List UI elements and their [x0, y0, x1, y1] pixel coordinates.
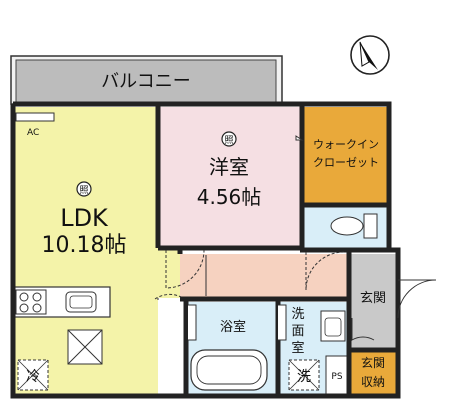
balcony-label: バルコニー	[101, 71, 191, 92]
toilet-room	[302, 205, 389, 248]
balcony: バルコニー	[10, 55, 283, 105]
wash-label-line1: 洗	[291, 307, 304, 322]
closet-label-line2: クローゼット	[313, 156, 379, 169]
door-toilet	[305, 251, 345, 291]
closet-label-line1: ウォークイン	[313, 138, 379, 151]
ldk-size: 10.18帖	[42, 233, 127, 258]
ps-label: PS	[331, 372, 342, 382]
door-western-room	[165, 249, 205, 289]
western-room-label: 洋室	[209, 155, 249, 179]
walk-in-closet: ウォークイン クローゼット	[302, 107, 389, 205]
entrance-storage: 玄関 収納	[351, 350, 396, 394]
bath-label: 浴室	[220, 319, 246, 335]
wash-label-line2: 面	[291, 324, 304, 339]
door-washroom	[351, 318, 375, 341]
toilet-icon	[330, 213, 378, 239]
door-bath	[188, 304, 197, 341]
storage-box-icon	[67, 329, 103, 365]
svg-text:照: 照	[79, 185, 88, 196]
stove-icon	[15, 289, 47, 315]
entrance-storage-line1: 玄関	[361, 355, 385, 370]
washbasin-icon	[320, 310, 346, 342]
door-wash-inner	[278, 304, 287, 341]
ac-label: AC	[27, 128, 39, 138]
entrance: 玄関	[351, 254, 396, 350]
sink-icon	[65, 291, 97, 313]
svg-text:冷: 冷	[26, 369, 40, 385]
door-ldk	[154, 293, 182, 300]
washroom: 洗 面 室 洗	[278, 302, 348, 394]
svg-text:照: 照	[224, 135, 233, 146]
door-entrance	[397, 279, 437, 319]
fridge-icon: 冷	[17, 359, 49, 391]
western-room-size: 4.56帖	[197, 185, 262, 209]
svg-text:洗: 洗	[297, 369, 311, 385]
lighting-icon: 照	[221, 131, 237, 147]
washer-icon: 洗	[288, 359, 320, 391]
bathtub-icon	[190, 349, 268, 391]
kitchen-counter	[13, 286, 111, 318]
entrance-label: 玄関	[360, 291, 386, 306]
western-room: 照 洋室 4.56帖	[158, 107, 302, 248]
ldk-label: LDK	[60, 204, 109, 232]
pipe-space: PS	[325, 355, 349, 395]
hallway	[180, 254, 348, 299]
bathroom: 浴室	[188, 302, 278, 394]
north-compass-icon	[350, 35, 390, 75]
doors	[154, 135, 437, 341]
door-closet	[295, 135, 304, 141]
lighting-icon: 照	[76, 181, 92, 197]
entrance-storage-line2: 収納	[361, 375, 385, 389]
ldk-room: AC 照 LDK 10.18帖	[13, 107, 180, 394]
wash-label-line3: 室	[291, 340, 304, 356]
